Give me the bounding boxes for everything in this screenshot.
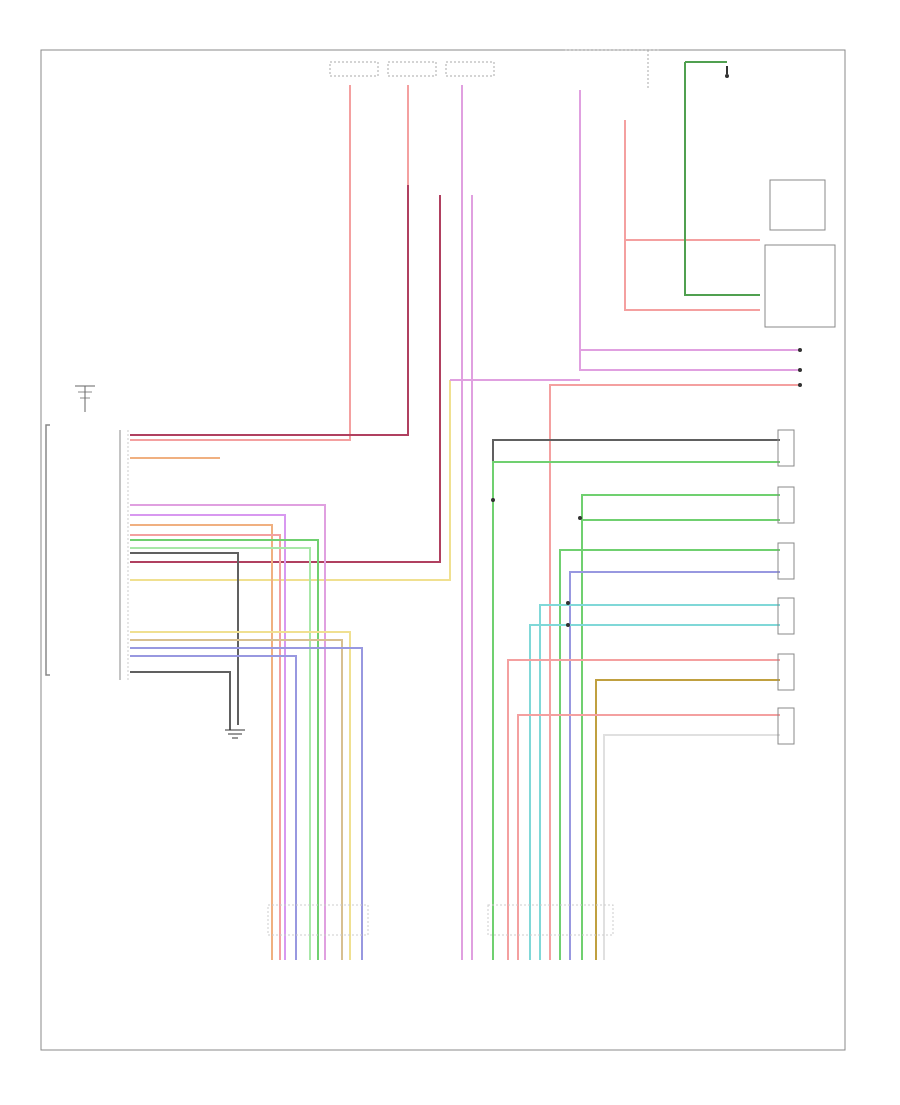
radio-ground (225, 729, 245, 739)
speaker-conn-3 (777, 542, 795, 580)
speaker-conn-6 (777, 707, 795, 745)
fuse-box-1 (329, 61, 379, 77)
wire-red-switch (624, 120, 760, 311)
wire-blue-left-2 (130, 655, 297, 960)
speaker-conn-1 (777, 429, 795, 467)
wire-green-left (130, 539, 319, 960)
wire-darkred-1 (130, 185, 409, 436)
switch-box (764, 244, 836, 328)
wire-cyan-right (539, 604, 780, 960)
wire-tan-right (595, 679, 780, 960)
wire-red-right-2 (507, 659, 780, 960)
ground-symbol (725, 66, 729, 78)
speaker-conn-2 (777, 486, 795, 524)
wire-blue-right (569, 571, 780, 960)
wire-gray-left (130, 671, 231, 730)
wire-cyan-right-2 (529, 624, 780, 960)
right-harness-connector (487, 904, 614, 936)
wire-yellow-radio (130, 380, 451, 581)
left-harness-connector (267, 904, 369, 936)
antenna-symbol (75, 385, 95, 412)
wire-blue-left (130, 647, 363, 960)
fuse-box-3 (445, 61, 495, 77)
top-fuses (329, 49, 660, 90)
wire-green-a (492, 461, 780, 960)
wire-violet-left (130, 504, 326, 960)
wire-gray-ground (130, 552, 239, 725)
splice-dots (491, 348, 802, 627)
wire-green-d (559, 549, 780, 960)
wire-white-right (603, 734, 780, 960)
wire-yellow-left (130, 631, 351, 960)
wire-gray-right (492, 439, 780, 500)
wire-violet-left-2 (130, 514, 286, 960)
bottom-connectors (267, 904, 614, 936)
radio-bracket (45, 424, 50, 676)
fuse-box-2 (387, 61, 437, 77)
diagram-border (40, 49, 846, 1051)
wire-green-ground (684, 62, 760, 296)
wire-red-feed (130, 85, 351, 441)
wire-darkred-2 (130, 195, 441, 563)
wire-tan-left (130, 639, 343, 960)
wire-lightgreen-left (130, 547, 311, 960)
wire-orange-left (130, 524, 273, 960)
wire-green-b (581, 494, 780, 960)
radio-module (45, 424, 129, 680)
right-speakers (777, 429, 795, 745)
wire-red-left (130, 534, 281, 960)
switch-box-upper (769, 179, 826, 231)
speaker-conn-4 (777, 597, 795, 635)
wire-red-right (549, 384, 800, 960)
speaker-conn-5 (777, 653, 795, 691)
wire-red-right-3 (517, 714, 780, 960)
wire-violet-illum (579, 90, 800, 371)
